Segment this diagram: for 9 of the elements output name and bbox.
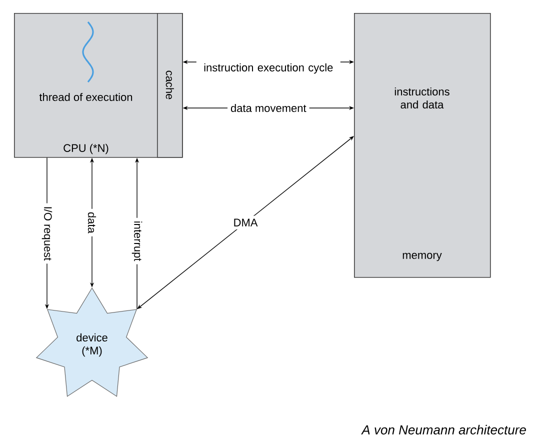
- edge-label: instruction execution cycle: [196, 61, 340, 76]
- edge-label: data: [84, 208, 100, 236]
- caption: A von Neumann architecture: [361, 424, 526, 434]
- edge-label: interrupt: [128, 218, 146, 264]
- cache-box: cache: [157, 13, 183, 158]
- edge-label: data movement: [228, 100, 310, 116]
- edge-label: DMA: [230, 216, 261, 230]
- memory-box: instructions and data memory: [354, 13, 491, 278]
- edge-label: I/O request: [38, 203, 56, 264]
